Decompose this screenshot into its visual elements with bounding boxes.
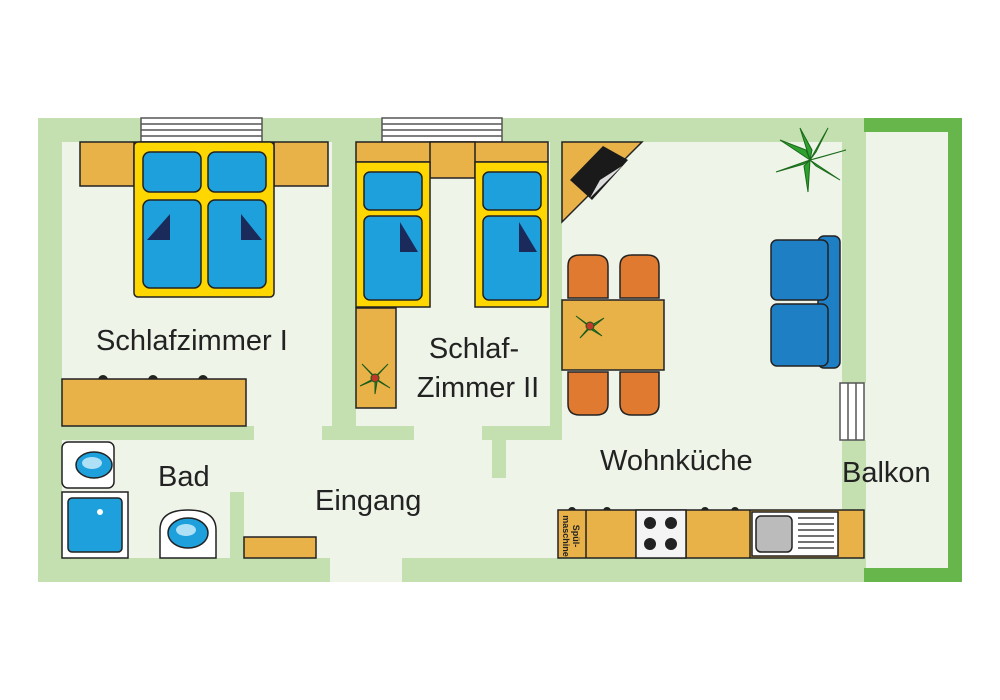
stove [635, 509, 687, 559]
label-eingang: Eingang [315, 485, 421, 517]
label-schlafzimmer-2-line1: Schlaf- [429, 333, 519, 365]
tv-corner-cabinet [561, 141, 644, 224]
window-bedroom2 [381, 117, 503, 143]
plant-icon [359, 363, 391, 395]
window-kitchen [839, 382, 865, 441]
toilet [159, 509, 217, 559]
label-balkon: Balkon [842, 457, 931, 489]
balcony-railing [864, 118, 962, 582]
dishwasher: Spül- maschine [561, 515, 581, 557]
dishwasher-label-2: maschine [561, 515, 571, 557]
sink [751, 511, 839, 557]
double-bed [79, 141, 329, 298]
wardrobe-bedroom1 [61, 375, 247, 427]
shoe-cabinet [243, 536, 317, 559]
dining-chairs [567, 254, 660, 416]
dishwasher-label-1: Spül- [571, 525, 581, 548]
single-beds [355, 141, 549, 308]
palm-plant-icon [775, 127, 847, 193]
label-schlafzimmer-1: Schlafzimmer I [96, 325, 288, 357]
washbasin-small [61, 441, 115, 489]
dresser-bedroom2 [355, 307, 397, 409]
label-schlafzimmer-2-line2: Zimmer II [417, 372, 539, 404]
label-bad: Bad [158, 461, 210, 493]
walls [38, 118, 866, 582]
label-wohnkueche: Wohnküche [600, 445, 753, 477]
balcony-floor [866, 118, 962, 582]
dining-table [561, 299, 665, 371]
shower-tray [61, 491, 129, 559]
window-bedroom1 [140, 117, 263, 143]
sofa [770, 235, 841, 369]
